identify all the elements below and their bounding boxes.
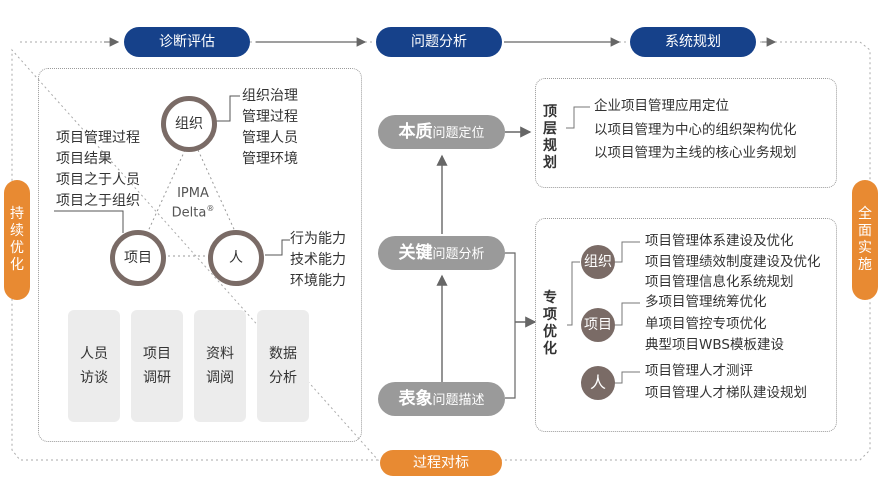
person-item: 行为能力 [290,231,346,247]
person-group-bracket [615,371,640,384]
essence-big: 本质 [398,122,433,142]
org-items-list: 组织治理 管理过程 管理人员 管理环境 [242,86,298,170]
project-item: 项目结果 [56,151,112,167]
tag-person: 人 [581,366,615,400]
key-connector [505,252,516,322]
method-line: 调阅 [206,370,234,386]
person-item: 环境能力 [290,273,346,289]
org-item: 管理人员 [242,130,298,146]
org-circle: 组织 [161,96,217,152]
method-card-documents: 资料调阅 [194,310,246,422]
key-big: 关键 [398,243,433,263]
person-group-items: 项目管理人才测评 项目管理人才梯队建设规划 [645,361,807,405]
continuous-optimization-tab: 持续优化 [4,180,30,300]
person-items-list: 行为能力 技术能力 环境能力 [290,229,346,292]
key-small: 问题分析 [432,247,485,262]
method-line: 访谈 [80,370,108,386]
project-group-item: 单项目管控专项优化 [645,315,767,332]
special-panel [535,218,837,432]
delta-text: Delta [171,205,207,221]
method-line: 人员 [80,346,108,362]
essence-small: 问题定位 [432,126,485,141]
method-line: 调研 [143,370,171,386]
org-item: 管理过程 [242,109,298,125]
ipma-delta-label: IPMA Delta® [163,186,223,220]
method-card-research: 项目调研 [131,310,183,422]
triangle-edge-2 [197,149,239,239]
registered-mark: ® [206,204,215,213]
org-group-item: 项目管理体系建设及优化 [645,233,794,249]
method-line: 资料 [206,346,234,362]
project-circle: 项目 [110,230,166,286]
project-group-bracket [615,302,640,326]
special-label: 专项优化 [543,290,557,357]
top-plan-item: 企业项目管理应用定位 [594,98,729,114]
top-plan-item: 以项目管理为主线的核心业务规划 [594,145,797,161]
surface-big: 表象 [398,389,433,409]
method-card-data: 数据分析 [257,310,309,422]
full-implementation-tab: 全面实施 [852,180,878,300]
tag-org: 组织 [581,245,615,279]
surface-connector [505,322,516,399]
project-items-list: 项目管理过程 项目结果 项目之于人员 项目之于组织 [56,128,140,212]
tag-project: 项目 [581,308,615,342]
method-card-interview: 人员访谈 [68,310,120,422]
org-item: 管理环境 [242,151,298,167]
special-main-bracket [567,261,580,326]
person-circle: 人 [208,230,264,286]
org-group-items: 项目管理体系建设及优化 项目管理绩效制度建设及优化 项目管理信息化系统规划 [645,231,821,293]
person-callout [265,239,290,256]
org-group-item: 项目管理绩效制度建设及优化 [645,253,821,270]
ipma-text: IPMA [177,186,209,201]
org-item: 组织治理 [242,88,298,104]
full-implementation-label: 全面实施 [858,206,872,273]
person-group-item: 项目管理人才梯队建设规划 [645,385,807,401]
project-group-item: 典型项目WBS模板建设 [645,337,784,353]
essence-pill: 本质问题定位 [378,115,505,149]
project-group-item: 多项目管理统筹优化 [645,294,767,310]
step-diagnosis: 诊断评估 [124,27,250,57]
org-group-bracket [615,241,640,263]
top-plan-bracket [566,106,590,129]
top-plan-items: 企业项目管理应用定位 以项目管理为中心的组织架构优化 以项目管理为主线的核心业务… [594,96,797,167]
diagnosis-panel [38,68,362,442]
top-plan-item: 以项目管理为中心的组织架构优化 [594,121,797,138]
process-benchmark-tab: 过程对标 [380,450,502,476]
key-pill: 关键问题分析 [378,236,505,270]
project-callout [54,210,124,233]
person-item: 技术能力 [290,252,346,268]
project-item: 项目之于组织 [56,193,140,209]
top-plan-panel [535,78,837,188]
step-planning: 系统规划 [630,27,756,57]
person-group-item: 项目管理人才测评 [645,363,753,379]
top-plan-label: 顶层规划 [543,104,557,171]
method-line: 项目 [143,346,171,362]
triangle-edge-1 [144,149,186,239]
surface-pill: 表象问题描述 [378,382,505,416]
org-group-item: 项目管理信息化系统规划 [645,274,794,290]
project-item: 项目之于人员 [56,172,140,188]
org-callout [213,95,240,122]
surface-small: 问题描述 [432,393,485,408]
method-line: 分析 [269,370,297,386]
method-line: 数据 [269,346,297,362]
step-analysis: 问题分析 [376,27,502,57]
project-item: 项目管理过程 [56,130,140,146]
continuous-optimization-label: 持续优化 [10,206,24,273]
project-group-items: 多项目管理统筹优化 单项目管控专项优化 典型项目WBS模板建设 [645,292,784,357]
delta-line: Delta® [163,201,223,220]
